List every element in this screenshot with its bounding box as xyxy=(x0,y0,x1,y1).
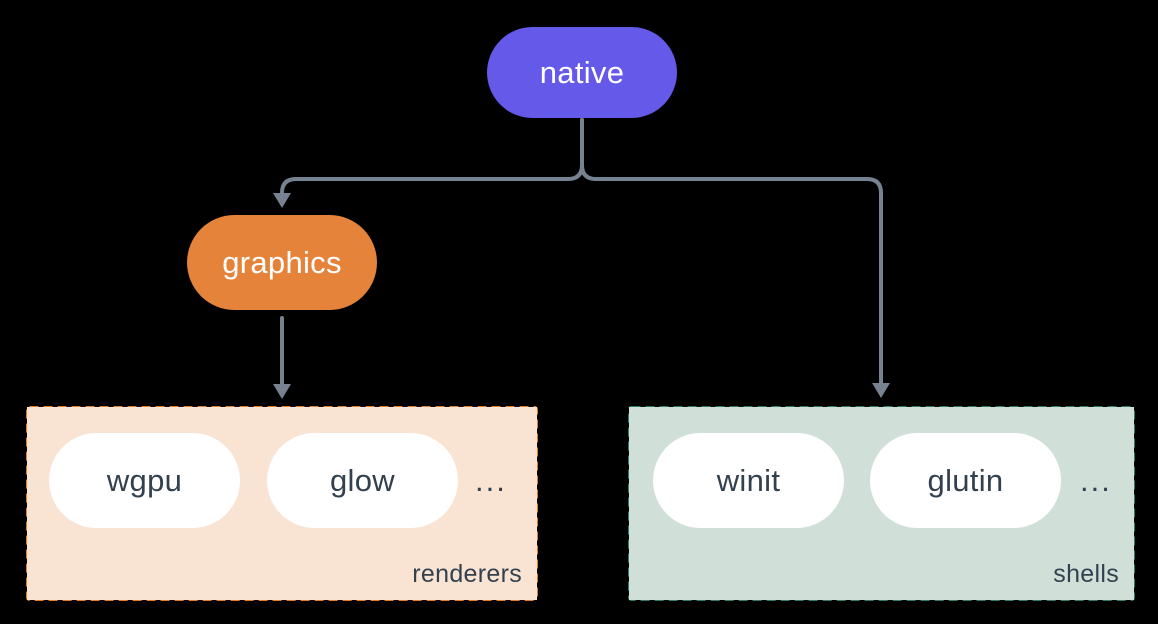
arrowhead-to-shells xyxy=(872,383,890,398)
node-glow: glow xyxy=(267,433,458,528)
node-wgpu: wgpu xyxy=(49,433,240,528)
node-glutin: glutin xyxy=(870,433,1061,528)
shells-group-label: shells xyxy=(1053,560,1119,588)
node-native: native xyxy=(487,27,677,118)
node-graphics: graphics xyxy=(187,215,377,310)
group-shells: winit glutin ... shells xyxy=(629,407,1134,600)
arrowhead-to-renderers xyxy=(273,384,291,399)
arrowhead-to-graphics xyxy=(273,193,291,208)
shells-ellipsis: ... xyxy=(1080,463,1112,498)
renderers-ellipsis: ... xyxy=(475,463,507,498)
group-renderers: wgpu glow ... renderers xyxy=(27,407,537,600)
edge-native-to-shells xyxy=(580,118,883,386)
renderers-group-label: renderers xyxy=(412,560,522,588)
node-winit: winit xyxy=(653,433,844,528)
edge-native-to-graphics xyxy=(280,118,584,198)
